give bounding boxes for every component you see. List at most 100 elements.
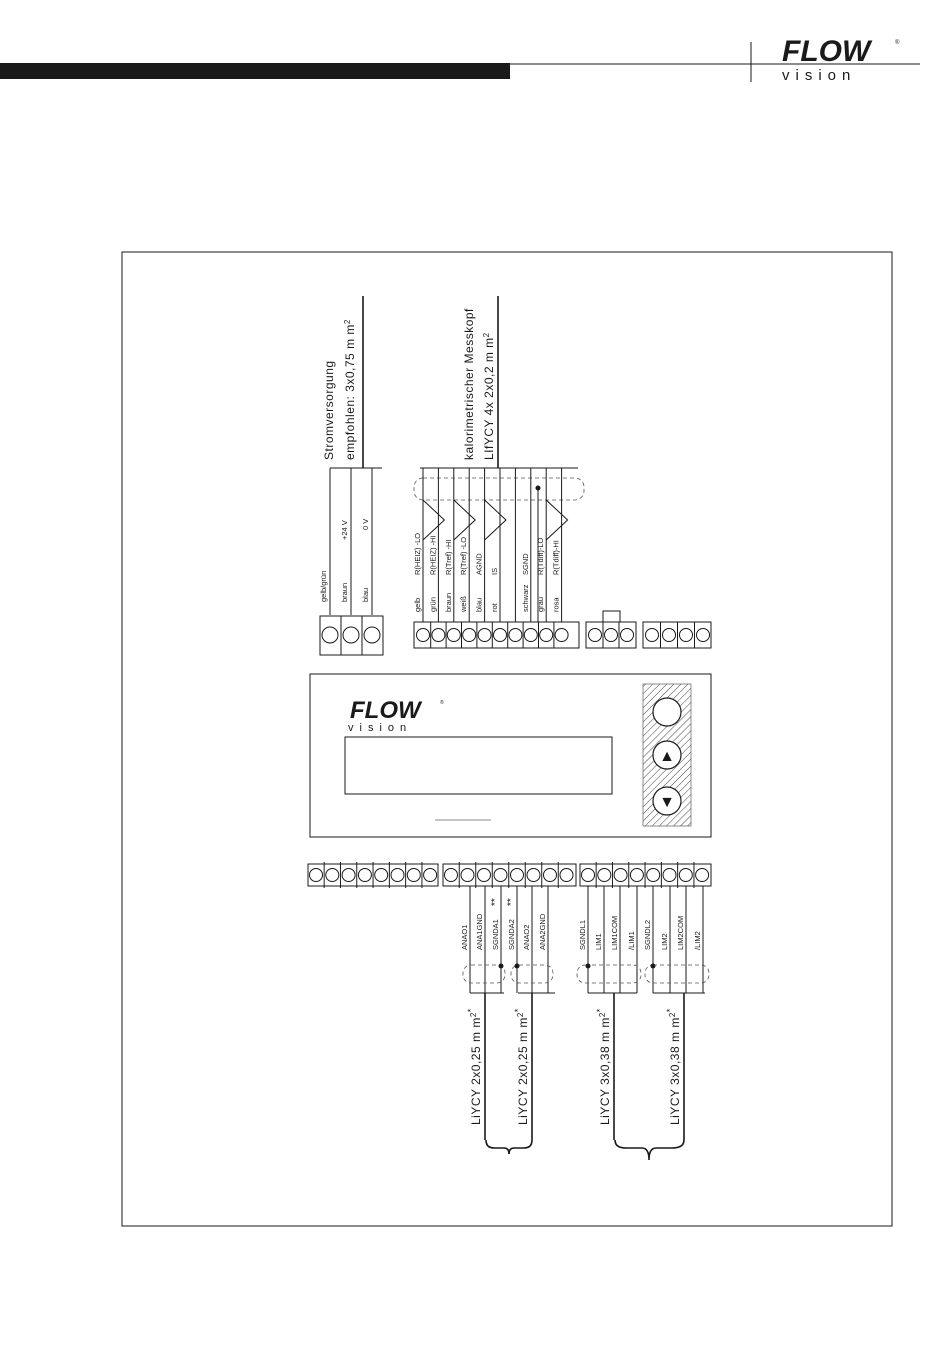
limit-terminal [646, 868, 661, 882]
analog-terminal [493, 868, 508, 882]
analog-signal: ANAO1 [460, 925, 469, 950]
power-title-1: Stromversorgung [322, 360, 336, 460]
device-housing [309, 673, 712, 838]
power-wire-color-1: gelb/grün [319, 571, 328, 602]
sensor-signal: R(Tref) -LO [459, 537, 468, 575]
analog-terminal [543, 868, 557, 882]
bridge-terminal [620, 628, 634, 642]
analog-signal-mark: ** [506, 898, 517, 906]
limit-terminal [597, 868, 612, 882]
analog-terminal [460, 868, 475, 882]
device-logo-mark: ® [440, 699, 444, 706]
power-signal-3: 0 V [361, 519, 370, 530]
sensor-terminal [554, 628, 569, 642]
sensor-signal: R(HEIZ) -HI [428, 535, 437, 575]
analog-signal: ANA2GND [538, 913, 547, 950]
sensor-wires [422, 468, 569, 624]
sensor-wire-color: schwarz [521, 584, 530, 612]
sensor-wire-color: grün [428, 597, 437, 612]
sensor-shield [413, 477, 585, 501]
sensor-wire-color: weiß [459, 596, 468, 613]
sensor-title-1: kalorimetrischer Messkopf [462, 308, 476, 460]
down-button-face[interactable] [652, 786, 682, 816]
sensor-wire-color: grau [536, 597, 545, 612]
limit-brace [614, 1139, 685, 1161]
power-terminal [342, 626, 360, 644]
limit-signal: LIM1 [594, 933, 603, 950]
analog-terminal [510, 868, 524, 882]
logo-sub-text: vision [782, 67, 856, 84]
sensor-terminals [416, 622, 569, 648]
up-button-face[interactable] [652, 740, 682, 770]
limit-cable-1-label: LiYCY 3x0,38 m m2* [595, 1008, 612, 1125]
limit-signal: LIM1COM [610, 916, 619, 950]
limit-signal: LIM2COM [676, 916, 685, 950]
analog-cable-2-label: LiYCY 2x0,25 m m2* [513, 1008, 530, 1125]
unused-terminal [309, 868, 323, 882]
analog-signal-mark: ** [490, 898, 501, 906]
analog-cable-1-label: LiYCY 2x0,25 m m2* [466, 1008, 483, 1125]
page-header: FLOW ® vision [0, 35, 920, 84]
spare-terminal [679, 628, 693, 642]
analog-shield-2 [510, 964, 554, 984]
limit-terminal [581, 868, 595, 882]
up-button[interactable]: ▲ [652, 740, 682, 770]
power-signal-2: +24 V [340, 520, 349, 540]
header-logo: FLOW ® vision [782, 35, 900, 84]
power-wire-color-2: braun [340, 583, 349, 602]
limit-signal: SGNDL2 [643, 920, 652, 950]
twisted-pair-marker [545, 499, 569, 541]
unused-terminal [341, 868, 356, 882]
analog-shield-1 [462, 964, 506, 984]
bridge-terminal [588, 628, 602, 642]
enter-button-face[interactable] [652, 697, 682, 727]
sensor-wire-color: braun [444, 593, 453, 612]
limit-terminals [581, 862, 710, 888]
device-logo-sub: vision [348, 722, 412, 734]
limit-wires [587, 886, 704, 993]
sensor-terminal [539, 628, 554, 642]
sensor-wire-color: rot [490, 602, 499, 612]
sensor-signal: R(HEIZ) -LO [413, 533, 422, 575]
analog-terminal [444, 868, 458, 882]
sgndl1-junction-dot [585, 963, 591, 969]
limit-terminal [695, 868, 710, 882]
spare-terminal [645, 628, 659, 642]
limit-terminal [613, 868, 628, 882]
analog-signal: ANA1GND [475, 913, 484, 950]
limit-terminal [629, 868, 644, 882]
analog-terminal [526, 868, 541, 882]
twisted-pair-marker [422, 499, 446, 541]
power-wire-color-3: blau [361, 588, 370, 602]
analog-terminal [477, 868, 491, 882]
down-arrow-icon: ▼ [659, 794, 675, 811]
twisted-pair-marker [453, 499, 476, 541]
sensor-terminal [446, 628, 461, 642]
unused-terminals [309, 862, 438, 888]
analog-terminal [559, 868, 574, 882]
sgnda1-junction-dot [498, 963, 504, 969]
sgnda2-junction-dot [514, 963, 520, 969]
logo-main-text: FLOW [782, 35, 873, 68]
analog-signal: ANAO2 [522, 925, 531, 950]
power-supply-section: Stromversorgung empfohlen: 3x0,75 m m2 g… [319, 296, 384, 656]
limit-signal: SGNDL1 [578, 920, 587, 950]
sensor-signal: R(Tref) -HI [444, 539, 453, 575]
bridge-terminals [588, 622, 634, 648]
up-arrow-icon: ▲ [659, 748, 675, 765]
unused-terminal [423, 868, 438, 882]
shield-junction-dot [535, 485, 541, 491]
limit-terminal [662, 868, 677, 882]
analog-signal: SGNDA1 [491, 919, 500, 950]
unused-terminal [374, 868, 389, 882]
enter-button[interactable] [652, 697, 682, 727]
logo-registered-mark: ® [895, 39, 900, 46]
sensor-terminal [493, 628, 507, 642]
down-button[interactable]: ▼ [652, 786, 682, 816]
